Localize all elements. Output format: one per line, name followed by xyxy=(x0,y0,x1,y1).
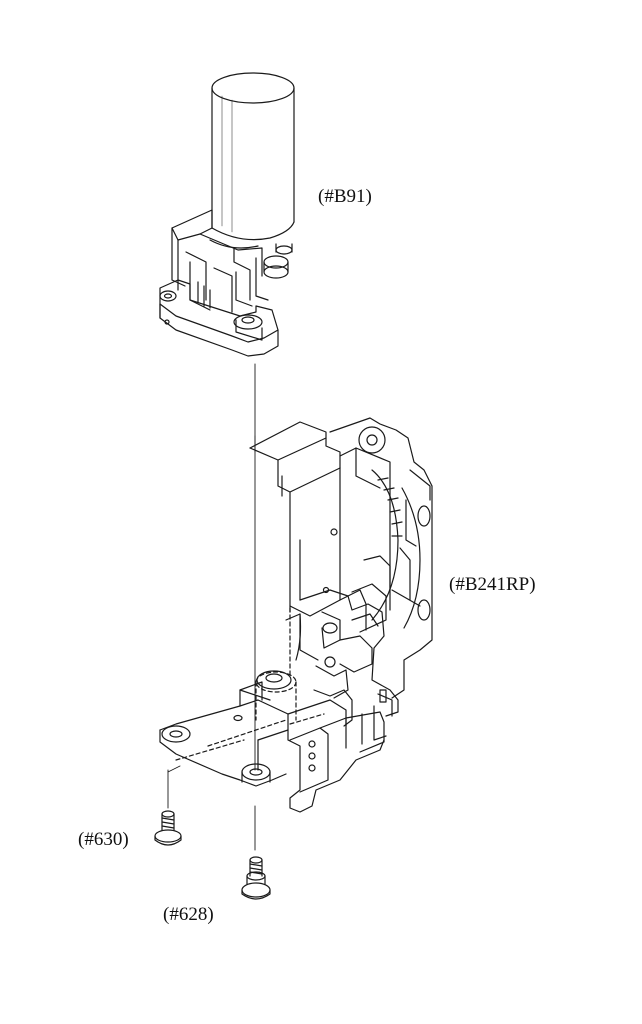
lower-mechanism xyxy=(286,590,398,726)
mirror-box-unit-part xyxy=(160,418,432,812)
motor-cylinder xyxy=(212,73,294,240)
callout-screw-628: (#628) xyxy=(163,904,214,925)
screw-628-part xyxy=(242,857,270,899)
mirror-box-body xyxy=(330,418,432,698)
rear-plate xyxy=(250,422,340,616)
callout-motor-unit: (#B91) xyxy=(318,186,372,207)
side-contact-block xyxy=(290,690,392,792)
callout-mirror-box-unit: (#B241RP) xyxy=(449,574,536,595)
spacer-ring xyxy=(257,671,291,689)
screw-630-part xyxy=(155,811,181,845)
hidden-cylinder xyxy=(176,608,324,760)
main-base-plate xyxy=(160,682,384,812)
motor-base-plate xyxy=(160,280,278,356)
motor-bracket xyxy=(172,210,292,312)
leader-line-630 xyxy=(168,766,180,772)
callout-screw-630: (#630) xyxy=(78,829,129,850)
motor-unit-part xyxy=(160,73,294,356)
